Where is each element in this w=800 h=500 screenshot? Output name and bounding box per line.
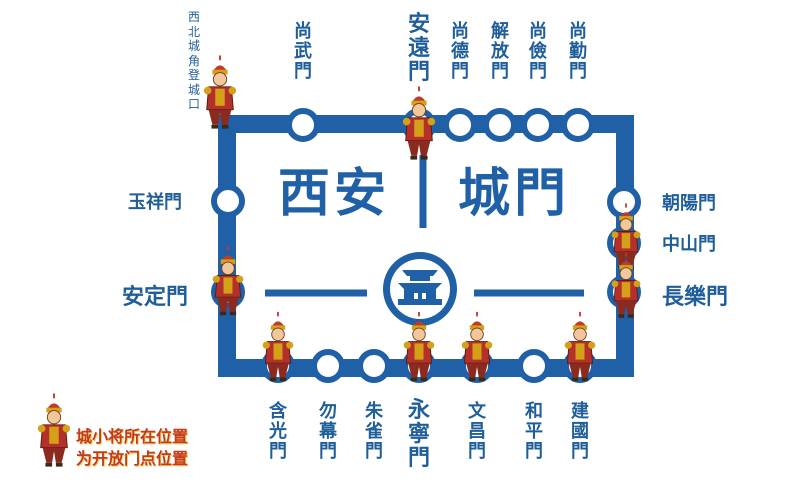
gate-label-chaoyang: 朝陽門 [662,193,716,214]
gate-label-wenchang: 文昌門 [468,401,486,462]
gate-label-changle: 長樂門 [662,284,729,310]
map-title-left: 西安 [278,163,391,224]
gate-label-yongning: 永寧門 [407,397,430,471]
gate-label-zhongshan: 中山門 [662,234,716,255]
guard-icon-yongning [403,311,435,382]
gate-marker-shangwu[interactable] [286,108,320,142]
gate-label-northwest-corner: 西北城角登城口 [187,10,200,111]
gate-marker-jiefang[interactable] [483,108,517,142]
gate-marker-yuxiang[interactable] [211,184,245,218]
guard-icon-jianguo [564,311,596,382]
gate-marker-chaoyang[interactable] [607,185,641,219]
gate-marker-zhuque[interactable] [357,349,391,383]
legend-line-2: 为开放门点位置 [76,449,189,468]
gate-label-anyuan: 安遠門 [407,11,430,85]
gate-label-zhuque: 朱雀門 [365,401,383,462]
guard-icon-anding [212,245,244,316]
gate-label-yuxiang: 玉祥門 [128,192,182,213]
gate-marker-heping[interactable] [517,349,551,383]
gate-label-shangwu: 尚武門 [294,21,312,82]
gate-marker-shangjian[interactable] [521,108,555,142]
legend-guard-icon [36,392,72,468]
gate-marker-shangde[interactable] [443,108,477,142]
gate-label-jianguo: 建國門 [571,401,589,462]
bell-tower-icon [383,252,457,326]
gate-label-hanguang: 含光門 [269,401,287,462]
guard-icon-hanguang [262,311,294,382]
gate-label-anding: 安定門 [122,284,189,310]
map-title-right: 城門 [458,163,571,224]
guard-icon-northwest-corner [203,55,237,129]
gate-label-heping: 和平門 [525,401,543,462]
guard-icon-changle [611,252,641,318]
gate-label-shangjian: 尚儉門 [529,21,547,82]
gate-label-wumu: 勿幕門 [319,401,337,462]
guard-icon-wenchang [461,311,493,382]
gate-marker-shangqin[interactable] [561,108,595,142]
gate-label-jiefang: 解放門 [491,21,509,82]
guard-icon-legend [37,393,71,467]
guard-icon-anyuan [402,86,436,160]
legend-line-1: 城小将所在位置 [76,427,189,446]
legend: 城小将所在位置 为开放门点位置 [76,426,188,470]
gate-marker-wumu[interactable] [311,349,345,383]
gate-label-shangde: 尚德門 [451,21,469,82]
gate-label-shangqin: 尚勤門 [569,21,587,82]
